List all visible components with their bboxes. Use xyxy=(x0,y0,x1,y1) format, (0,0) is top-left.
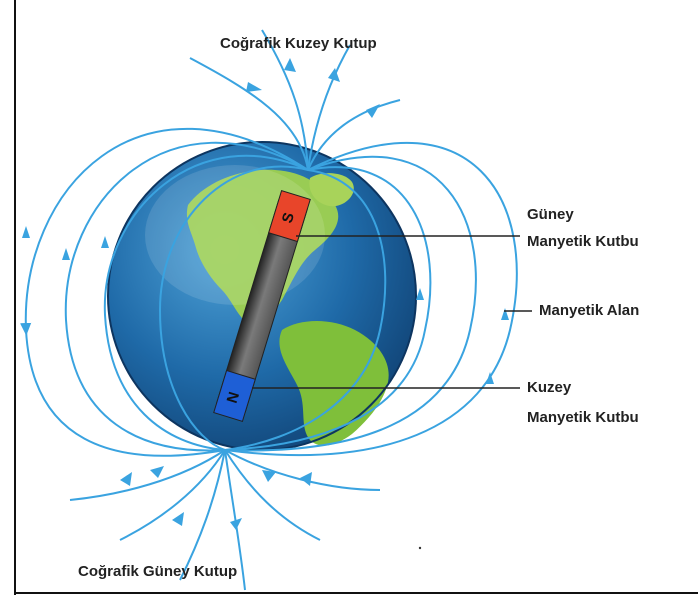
field-arrows xyxy=(22,58,509,530)
arrow-bottom-5 xyxy=(172,512,184,526)
magnet-south-pole xyxy=(268,190,311,243)
label-south-magnetic-pole-line2: Manyetik Kutbu xyxy=(527,233,639,250)
frame-left-border xyxy=(14,0,16,595)
arrow-right-3 xyxy=(416,288,424,300)
field-line-right-4 xyxy=(224,169,387,451)
arrow-bottom-6 xyxy=(230,518,242,530)
field-line-outer-left xyxy=(20,127,309,457)
frame-bottom-border xyxy=(14,592,698,594)
magnet-south-letter: S xyxy=(279,211,298,226)
arrow-bottom-3 xyxy=(262,470,276,482)
field-line-top-2 xyxy=(261,29,309,171)
stray-dot xyxy=(418,546,422,550)
label-leader-lines xyxy=(252,235,532,389)
field-line-right-2 xyxy=(224,155,477,452)
label-north-magnetic-pole-line2: Manyetik Kutbu xyxy=(527,409,639,426)
label-south-magnetic-pole-line1: Güney xyxy=(527,206,574,223)
arrow-right-outer xyxy=(501,308,509,320)
arrow-top-1 xyxy=(246,82,262,92)
field-line-top-3 xyxy=(307,44,351,171)
label-north-magnetic-pole-line1: Kuzey xyxy=(527,379,572,396)
arrow-left-outer xyxy=(22,226,30,238)
field-line-bottom-5 xyxy=(69,449,226,501)
arrow-bottom-4 xyxy=(300,472,312,486)
arrow-left-3 xyxy=(101,236,109,248)
field-line-bottom-2 xyxy=(179,449,226,581)
magnet-north-letter: N xyxy=(224,390,243,405)
label-magnetic-field: Manyetik Alan xyxy=(539,302,640,319)
arrow-top-2 xyxy=(284,58,296,72)
field-line-top-4 xyxy=(307,99,401,171)
magnet-north-pole xyxy=(213,369,256,422)
arrow-top-4 xyxy=(366,104,380,118)
label-geographic-north-pole: Coğrafik Kuzey Kutup xyxy=(220,35,377,52)
field-line-bottom-1 xyxy=(119,449,226,541)
arrow-left-2 xyxy=(62,248,70,260)
label-geographic-south-pole: Coğrafik Güney Kutup xyxy=(78,563,238,580)
field-line-left-2 xyxy=(64,141,309,452)
arrow-right-2 xyxy=(486,372,494,384)
field-line-top-1 xyxy=(189,57,309,171)
field-line-right-3 xyxy=(224,166,432,451)
field-line-left-4 xyxy=(158,165,309,451)
field-line-outer-right xyxy=(224,141,518,456)
bar-magnet: S N xyxy=(213,190,311,422)
field-line-left-3 xyxy=(103,154,309,451)
field-line-bottom-4 xyxy=(224,449,321,541)
arrow-top-3 xyxy=(328,68,340,82)
field-line-bottom-6 xyxy=(224,449,381,491)
arrow-bottom-1 xyxy=(150,466,164,478)
arrow-bottom-2 xyxy=(120,472,132,486)
